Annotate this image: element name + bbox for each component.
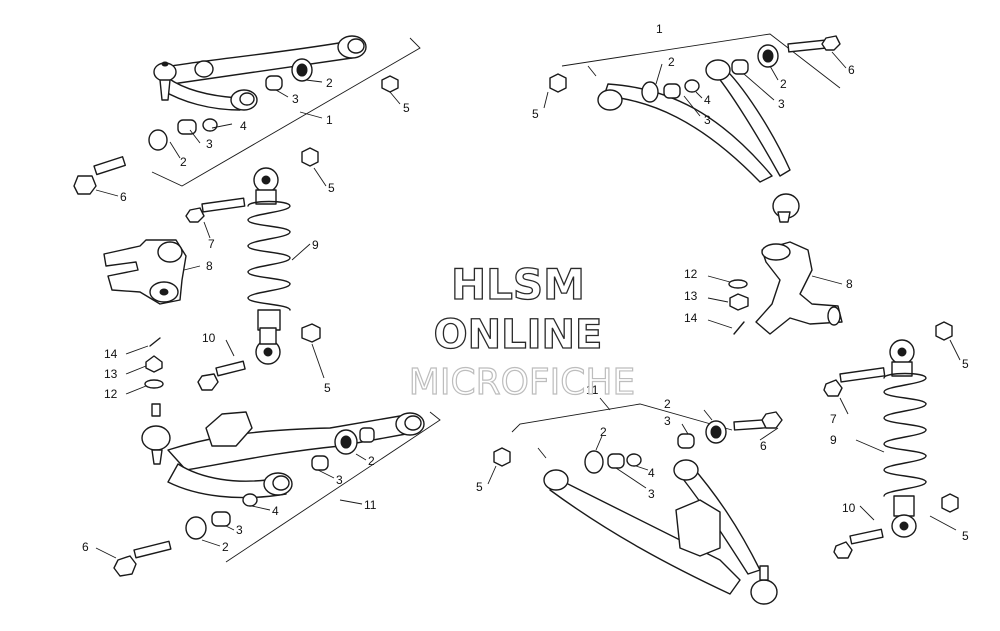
callout-10-right: 10: [842, 501, 856, 515]
lower-left-a-arm-group: 2 3 4 3 2 6 11: [82, 403, 441, 577]
callout-6-upper-left: 6: [120, 190, 127, 204]
callout-5-right-shock-bottom: 5: [962, 529, 969, 543]
callout-2-lower-right-a: 2: [600, 425, 607, 439]
watermark-line1: HLSM: [451, 260, 585, 309]
callout-3-upper-left-b: 3: [206, 137, 213, 151]
lower-right-a-arm-group: 2 3 4 3 2 5 6 11: [476, 383, 783, 605]
callout-5-left-shock-top: 5: [328, 181, 335, 195]
callout-3-lower-left-b: 3: [236, 523, 243, 537]
callout-11-right: 11: [586, 383, 599, 397]
callout-4-lower-left: 4: [272, 504, 279, 518]
callout-5-upper-right: 5: [532, 107, 539, 121]
callout-3-lower-right-a: 3: [648, 487, 655, 501]
callout-7-right: 7: [830, 412, 837, 426]
callout-12-left: 12: [104, 387, 118, 401]
callout-4-lower-right: 4: [648, 466, 655, 480]
callout-7-left: 7: [208, 237, 215, 251]
callout-13-right: 13: [684, 289, 698, 303]
right-knuckle-group: 8 12 13 14: [684, 241, 853, 335]
left-knuckle-group: 8 14 13 12: [103, 239, 213, 401]
callout-8-right: 8: [846, 277, 853, 291]
upper-left-a-arm-group: 1 2 2 3 3 4 5 6: [73, 35, 421, 204]
callout-10-left: 10: [202, 331, 216, 345]
callout-2-upper-left-a: 2: [326, 76, 333, 90]
callout-4-upper-right: 4: [704, 93, 711, 107]
callout-2-upper-left-b: 2: [180, 155, 187, 169]
callout-4-upper-left: 4: [240, 119, 247, 133]
callout-3-upper-left-a: 3: [292, 92, 299, 106]
upper-right-a-arm-group: 1 2 3 4 2 3 5 6: [532, 22, 855, 223]
watermark-line2: ONLINE: [434, 312, 603, 358]
callout-2-upper-right-b: 2: [780, 77, 787, 91]
callout-14-right: 14: [684, 311, 698, 325]
callout-3-lower-right-b: 3: [664, 414, 671, 428]
callout-5-upper-left: 5: [403, 101, 410, 115]
watermark: HLSM ONLINE MICROFICHE: [408, 259, 636, 403]
callout-6-lower-left: 6: [82, 540, 89, 554]
callout-9-left: 9: [312, 238, 319, 252]
callout-3-upper-right-b: 3: [778, 97, 785, 111]
callout-3-upper-right-a: 3: [704, 113, 711, 127]
left-shock-group: 5 7 9 10 5: [185, 147, 335, 395]
callout-3-lower-left-a: 3: [336, 473, 343, 487]
callout-5-lower-right: 5: [476, 480, 483, 494]
callout-1-upper-left: 1: [326, 113, 333, 127]
callout-2-upper-right-a: 2: [668, 55, 675, 69]
callout-1-upper-right: 1: [656, 22, 663, 36]
callout-9-right: 9: [830, 433, 837, 447]
callout-2-lower-left-b: 2: [222, 540, 229, 554]
callout-11-left: 11: [364, 498, 377, 512]
callout-2-lower-left-a: 2: [368, 454, 375, 468]
callout-6-lower-right: 6: [760, 439, 767, 453]
right-shock-group: 5 7 9 10 5: [823, 321, 969, 559]
callout-8-left: 8: [206, 259, 213, 273]
callout-2-lower-right-b: 2: [664, 397, 671, 411]
callout-5-left-shock-bottom: 5: [324, 381, 331, 395]
callout-14-left: 14: [104, 347, 118, 361]
callout-5-right-shock-top: 5: [962, 357, 969, 371]
callout-6-upper-right: 6: [848, 63, 855, 77]
callout-13-left: 13: [104, 367, 118, 381]
callout-12-right: 12: [684, 267, 698, 281]
watermark-line3: MICROFICHE: [409, 362, 635, 403]
